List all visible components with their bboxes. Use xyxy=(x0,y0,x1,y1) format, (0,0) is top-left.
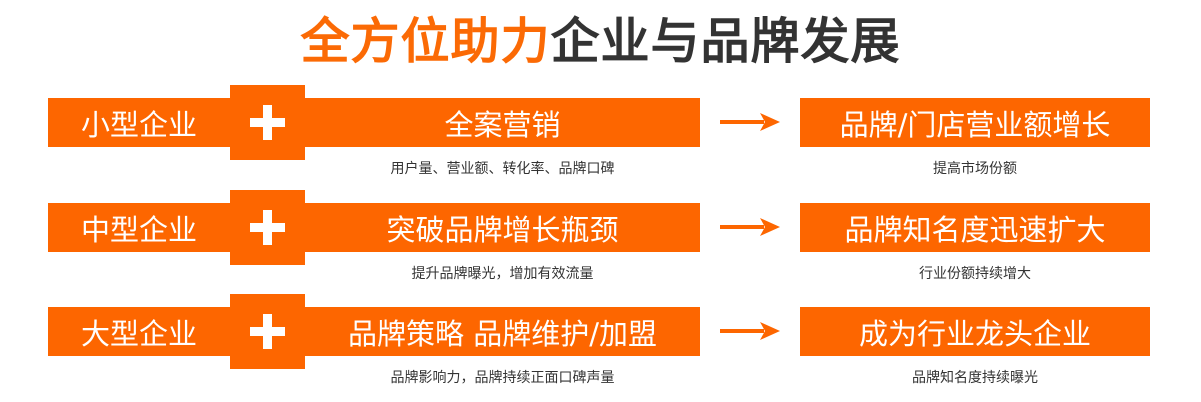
result-note: 品牌知名度持续曝光 xyxy=(912,370,1038,386)
strategy-note: 提升品牌曝光，增加有效流量 xyxy=(411,266,594,282)
result-label: 品牌知名度迅速扩大 xyxy=(800,203,1150,252)
arrow-right-icon xyxy=(720,113,780,131)
strategy-note: 用户量、营业额、转化率、品牌口碑 xyxy=(390,161,615,177)
result-note: 提高市场份额 xyxy=(933,161,1017,177)
segment-label: 中型企业 xyxy=(48,203,230,252)
title-rest: 企业与品牌发展 xyxy=(550,13,901,70)
strategy-label: 品牌策略 品牌维护/加盟 xyxy=(305,307,700,356)
strategy-label: 突破品牌增长瓶颈 xyxy=(305,203,700,252)
segment-label: 大型企业 xyxy=(48,307,230,356)
strategy-label: 全案营销 xyxy=(305,98,700,147)
result-label: 成为行业龙头企业 xyxy=(800,307,1150,356)
result-note: 行业份额持续增大 xyxy=(919,266,1031,282)
page-title: 全方位助力企业与品牌发展 xyxy=(0,12,1201,72)
arrow-right-icon xyxy=(720,322,780,340)
plus-icon xyxy=(230,85,305,160)
plus-icon xyxy=(230,190,305,265)
result-label: 品牌/门店营业额增长 xyxy=(800,98,1150,147)
strategy-note: 品牌影响力，品牌持续正面口碑声量 xyxy=(390,370,615,386)
segment-label: 小型企业 xyxy=(48,98,230,147)
arrow-right-icon xyxy=(720,218,780,236)
title-highlight: 全方位助力 xyxy=(300,13,551,70)
plus-icon xyxy=(230,294,305,369)
